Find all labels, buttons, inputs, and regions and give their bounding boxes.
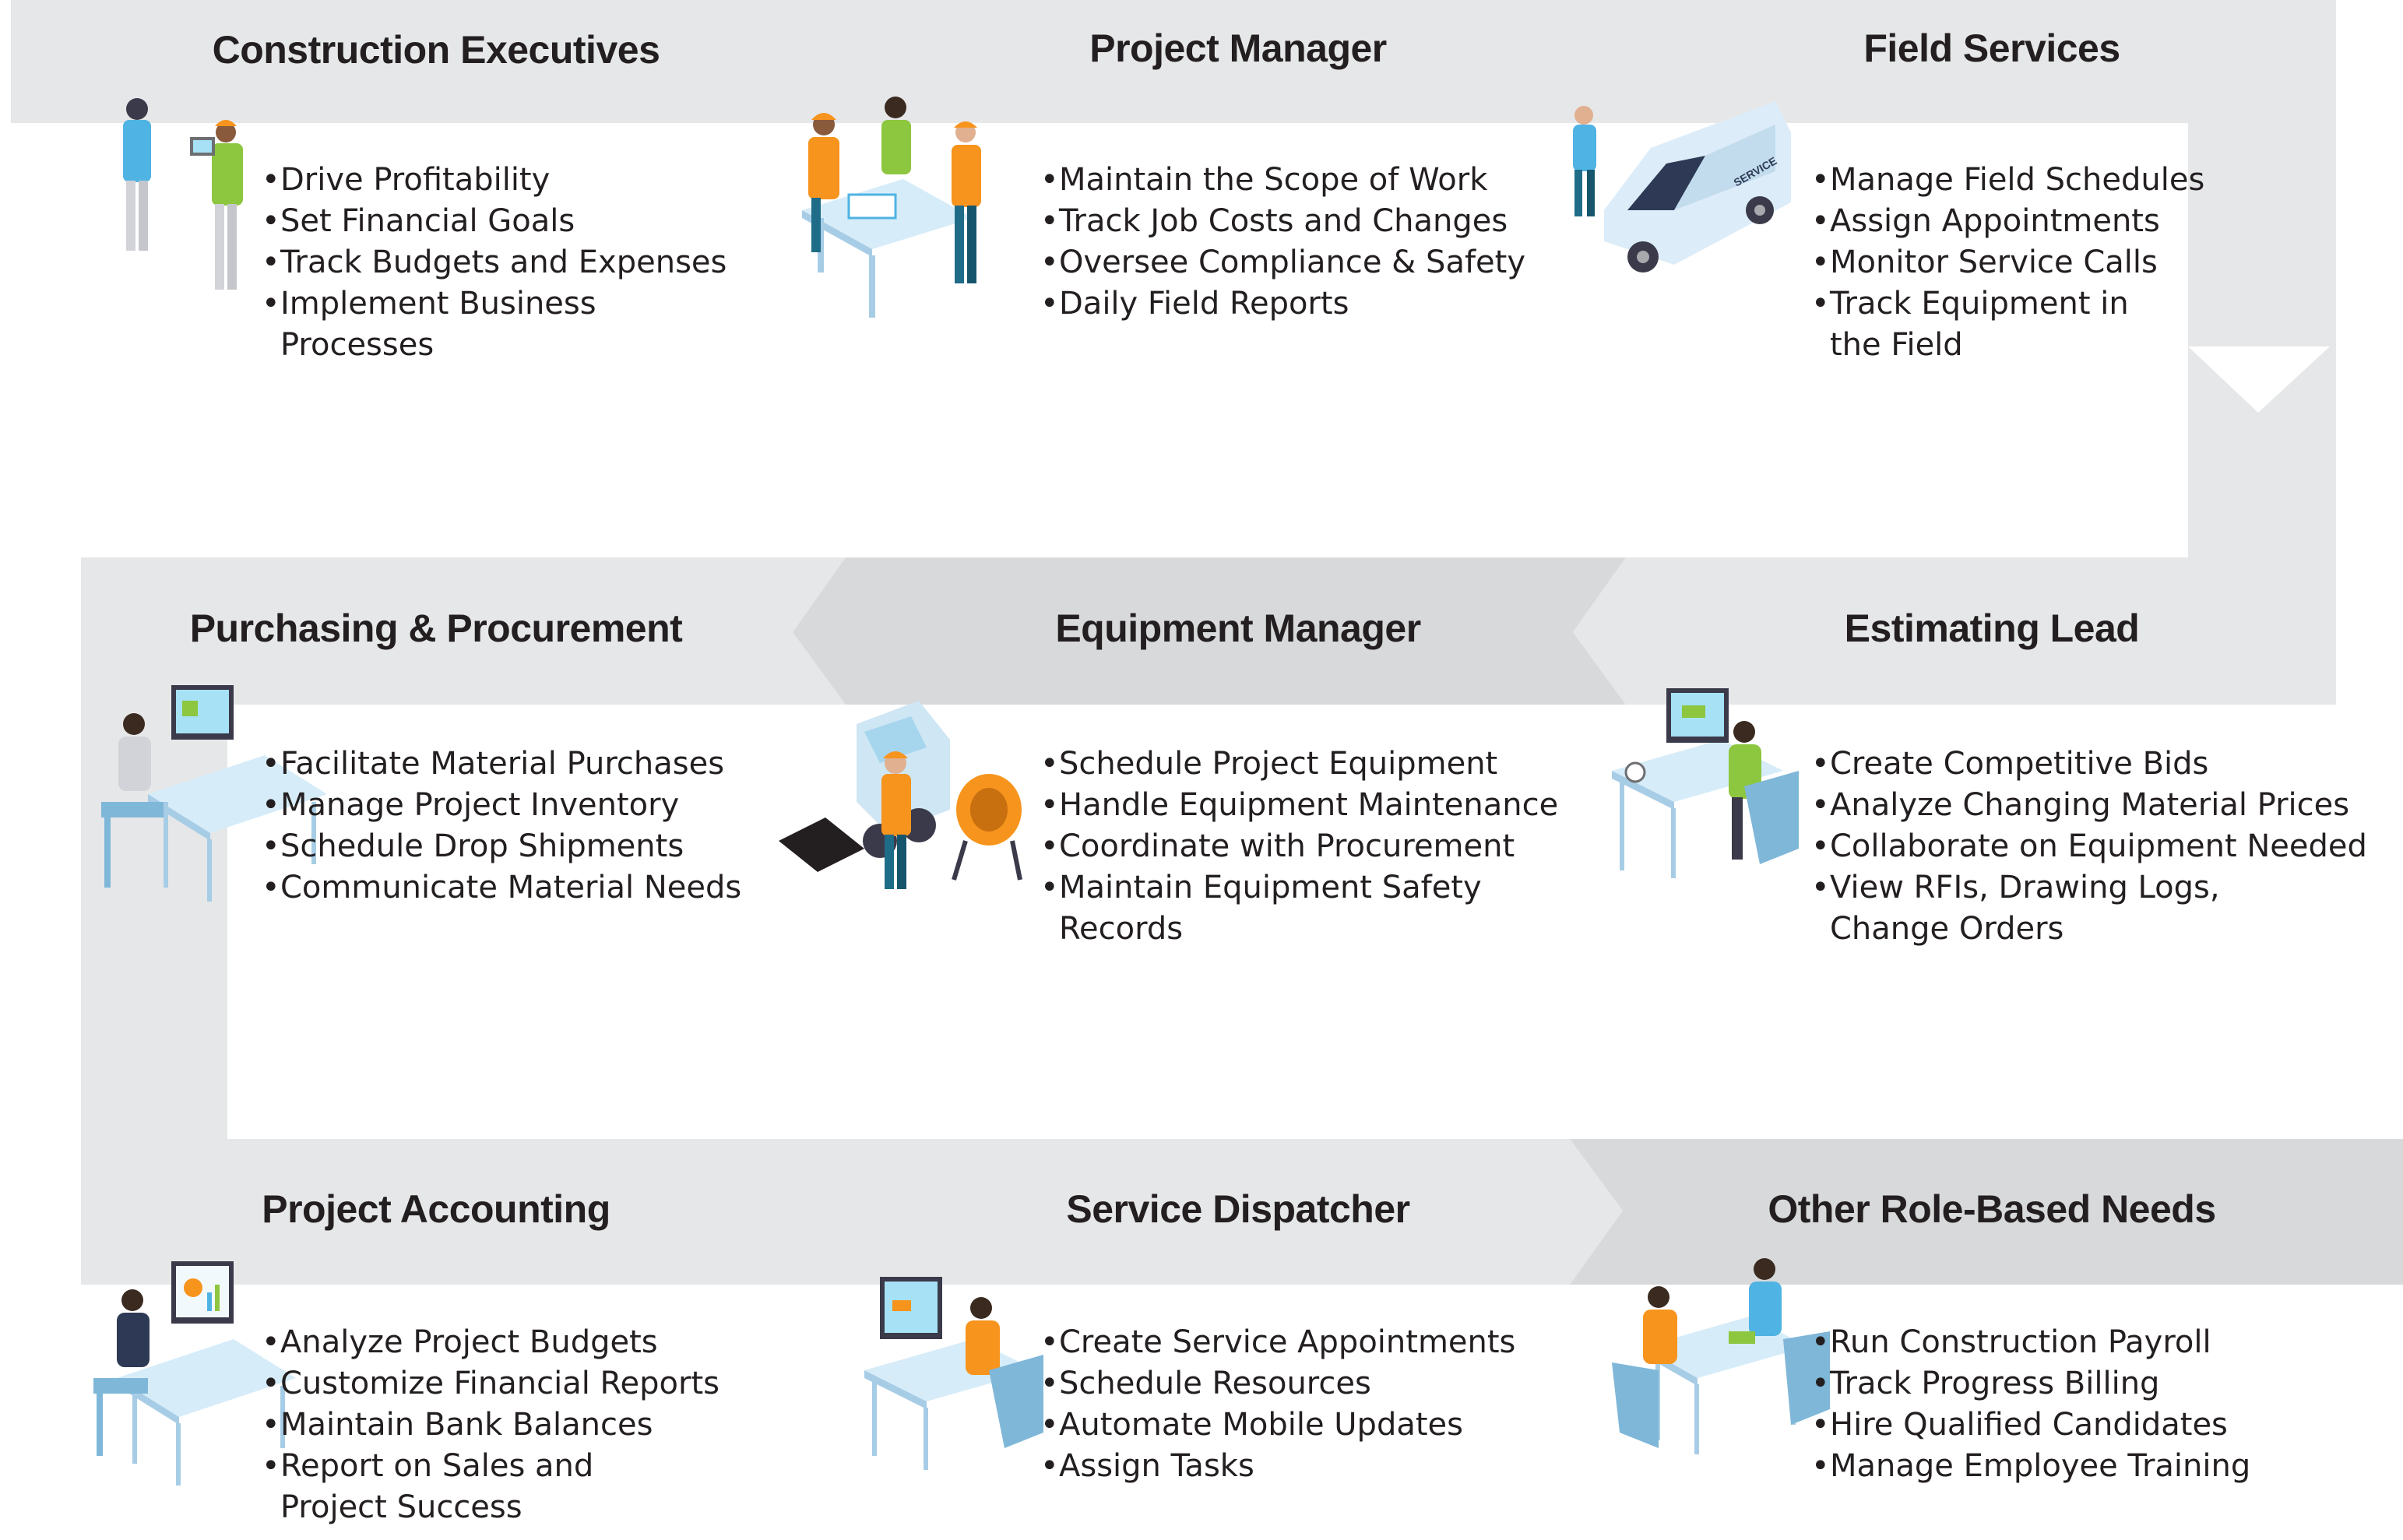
- list-item: View RFIs, Drawing Logs, Change Orders: [1811, 867, 2367, 950]
- list-other-role-based-needs: Run Construction Payroll Track Progress …: [1811, 1322, 2250, 1487]
- list-item: Assign Appointments: [1811, 201, 2204, 242]
- list-item: Set Financial Goals: [262, 201, 727, 242]
- band-project-manager: [810, 0, 1632, 123]
- band-project-accounting: [81, 1139, 863, 1285]
- list-item: Create Service Appointments: [1040, 1322, 1515, 1363]
- band-other-needs: [1570, 1139, 2403, 1285]
- list-item: Monitor Service Calls: [1811, 242, 2204, 283]
- list-item: Collaborate on Equipment Needed: [1811, 826, 2367, 867]
- title-estimating-lead: Estimating Lead: [1844, 607, 2140, 650]
- meeting-illustration: [1612, 1258, 1830, 1454]
- list-item: Assign Tasks: [1040, 1446, 1515, 1487]
- list-item: Track Equipment in the Field: [1811, 283, 2204, 366]
- right-connector: [2183, 0, 2336, 705]
- title-field-services: Field Services: [1863, 26, 2120, 70]
- list-item: Maintain Equipment Safety Records: [1040, 867, 1558, 950]
- list-item: Schedule Resources: [1040, 1363, 1515, 1405]
- list-project-manager: Maintain the Scope of Work Track Job Cos…: [1040, 160, 1525, 325]
- band-field-services: [1579, 0, 2328, 123]
- list-item: Automate Mobile Updates: [1040, 1405, 1515, 1446]
- accountant-desk-illustration: [93, 1261, 296, 1486]
- list-item: Implement Business Processes: [262, 283, 727, 366]
- list-item: Manage Employee Training: [1811, 1446, 2250, 1487]
- list-item: Hire Qualified Candidates: [1811, 1405, 2250, 1446]
- list-item: Drive Profitability: [262, 160, 727, 201]
- list-item: Track Progress Billing: [1811, 1363, 2250, 1405]
- list-field-services: Manage Field Schedules Assign Appointmen…: [1811, 160, 2204, 366]
- equipment-illustration: [779, 701, 1022, 889]
- panel-row1-gap: [81, 123, 227, 557]
- list-item: Analyze Changing Material Prices: [1811, 785, 2367, 826]
- title-service-dispatcher: Service Dispatcher: [1066, 1187, 1410, 1231]
- list-item: Track Job Costs and Changes: [1040, 201, 1525, 242]
- executives-illustration: [123, 98, 243, 290]
- estimator-desk-illustration: [1612, 688, 1799, 878]
- band-equipment-manager: [793, 557, 1626, 705]
- list-estimating-lead: Create Competitive Bids Analyze Changing…: [1811, 744, 2367, 950]
- list-item: Schedule Project Equipment: [1040, 744, 1558, 785]
- title-construction-executives: Construction Executives: [212, 28, 660, 72]
- band-estimating-lead: [1573, 557, 2336, 705]
- project-team-illustration: [802, 97, 981, 318]
- left-connector-arrow: [81, 926, 227, 1139]
- list-purchasing-procurement: Facilitate Material Purchases Manage Pro…: [262, 744, 741, 909]
- list-item: Analyze Project Budgets: [262, 1322, 719, 1363]
- title-project-accounting: Project Accounting: [262, 1187, 610, 1231]
- list-item: Customize Financial Reports: [262, 1363, 719, 1405]
- list-item: Handle Equipment Maintenance: [1040, 785, 1558, 826]
- list-item: Track Budgets and Expenses: [262, 242, 727, 283]
- band-service-dispatcher: [810, 1139, 1623, 1285]
- list-service-dispatcher: Create Service Appointments Schedule Res…: [1040, 1322, 1515, 1487]
- title-purchasing-procurement: Purchasing & Procurement: [189, 607, 683, 650]
- dispatcher-desk-illustration: [864, 1277, 1043, 1470]
- list-item: Facilitate Material Purchases: [262, 744, 741, 785]
- list-construction-executives: Drive Profitability Set Financial Goals …: [262, 160, 727, 366]
- list-item: Coordinate with Procurement: [1040, 826, 1558, 867]
- list-item: Daily Field Reports: [1040, 283, 1525, 325]
- list-item: Manage Field Schedules: [1811, 160, 2204, 201]
- list-item: Schedule Drop Shipments: [262, 826, 741, 867]
- list-project-accounting: Analyze Project Budgets Customize Financ…: [262, 1322, 719, 1528]
- list-item: Maintain the Scope of Work: [1040, 160, 1525, 201]
- list-item: Create Competitive Bids: [1811, 744, 2367, 785]
- list-item: Report on Sales and Project Success: [262, 1446, 719, 1528]
- list-item: Oversee Compliance & Safety: [1040, 242, 1525, 283]
- list-item: Manage Project Inventory: [262, 785, 741, 826]
- list-equipment-manager: Schedule Project Equipment Handle Equipm…: [1040, 744, 1558, 950]
- title-project-manager: Project Manager: [1089, 26, 1387, 70]
- service-van-illustration: SERVICE: [1573, 101, 1791, 272]
- list-item: Run Construction Payroll: [1811, 1322, 2250, 1363]
- title-other-role-based-needs: Other Role-Based Needs: [1768, 1187, 2216, 1231]
- band-purchasing: [81, 557, 846, 705]
- band-construction-executives: [11, 0, 863, 123]
- title-equipment-manager: Equipment Manager: [1055, 607, 1421, 650]
- list-item: Communicate Material Needs: [262, 867, 741, 909]
- list-item: Maintain Bank Balances: [262, 1405, 719, 1446]
